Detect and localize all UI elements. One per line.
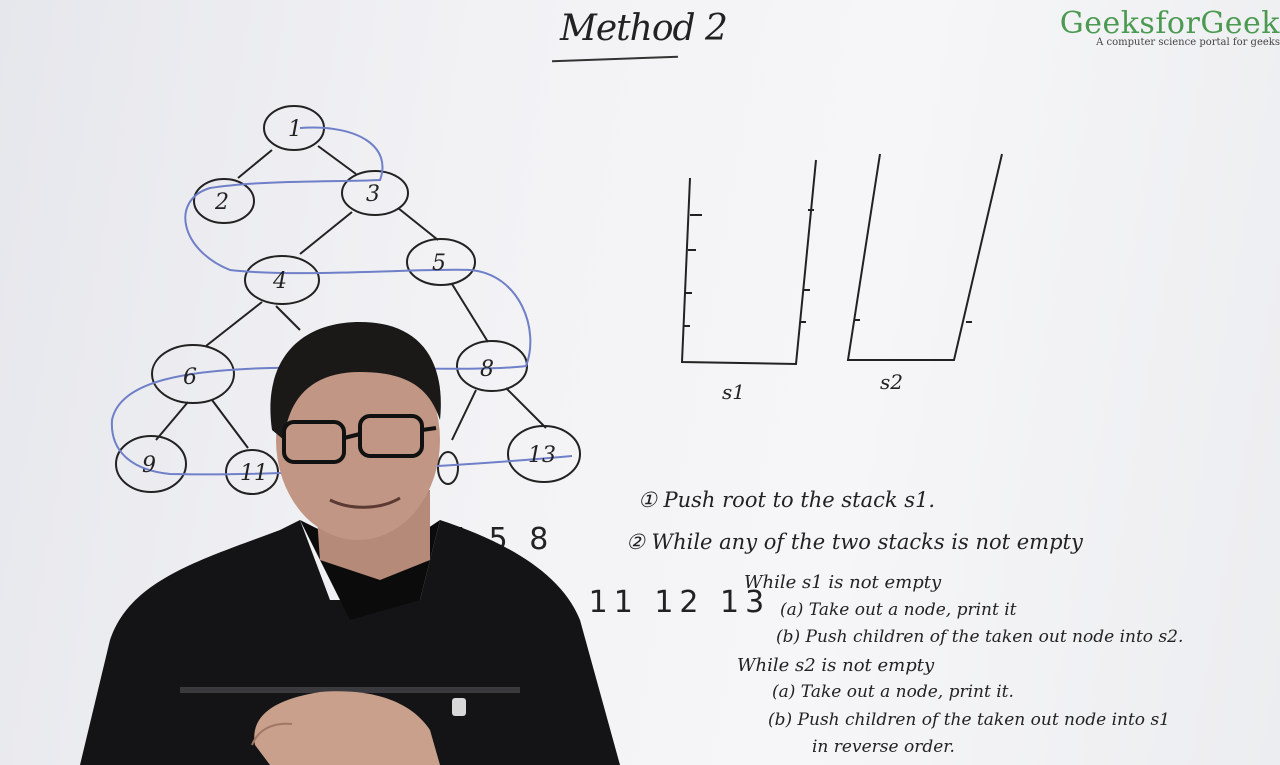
node-label-5: 5 <box>432 251 446 276</box>
presenter-jacket <box>80 520 620 765</box>
node-13 <box>507 425 581 483</box>
s1-step-b: (b) Push children of the taken out node … <box>776 627 1184 647</box>
edge-5-8 <box>451 283 489 343</box>
edge-6-11 <box>211 399 249 449</box>
edge-6-9 <box>155 401 189 441</box>
step-2: ② While any of the two stacks is not emp… <box>626 530 1083 554</box>
output-line-2: 9 11 12 13 <box>548 585 771 620</box>
node-label-4: 4 <box>272 269 287 294</box>
board-title: Method 2 <box>560 8 728 49</box>
spiral-traversal-path <box>110 126 573 476</box>
edge-3-4 <box>299 211 353 255</box>
s2-step-a: (a) Take out a node, print it. <box>772 682 1014 702</box>
presenter-hand <box>254 691 440 765</box>
brand-name: GeeksforGeek <box>1059 6 1280 41</box>
node-label-13: 13 <box>528 443 556 468</box>
node-12 <box>437 451 459 485</box>
brand-tagline: A computer science portal for geeks <box>1096 37 1280 48</box>
presenter-hair <box>270 322 441 440</box>
edge-8-13 <box>505 387 547 429</box>
while-s2: While s2 is not empty <box>737 655 935 676</box>
stack-s2-label: s2 <box>880 370 903 394</box>
s1-step-a: (a) Take out a node, print it <box>780 600 1017 620</box>
node-9 <box>115 435 187 493</box>
node-label-8: 8 <box>480 357 494 382</box>
node-label-3: 3 <box>366 182 380 207</box>
node-4 <box>244 255 320 305</box>
presenter-glasses <box>282 414 437 464</box>
stack-s2 <box>846 153 1003 361</box>
edge-8-12 <box>451 389 477 441</box>
brand-watermark: GeeksforGeek A computer science portal f… <box>1060 6 1280 48</box>
edge-4-6 <box>205 301 263 347</box>
node-11 <box>225 449 279 495</box>
node-5 <box>406 238 476 286</box>
node-6 <box>151 344 235 404</box>
stack-s1 <box>680 159 817 366</box>
node-3 <box>341 170 409 216</box>
edge-1-2 <box>237 149 273 179</box>
node-label-1: 1 <box>288 117 302 142</box>
edge-3-5 <box>397 207 439 241</box>
s2-step-b: (b) Push children of the taken out node … <box>768 710 1170 730</box>
step-1: ① Push root to the stack s1. <box>638 488 936 512</box>
s2-step-b-cont: in reverse order. <box>812 737 955 757</box>
node-label-11: 11 <box>240 461 268 486</box>
node-label-6: 6 <box>183 365 197 390</box>
while-s1: While s1 is not empty <box>744 572 942 593</box>
node-2 <box>193 178 255 224</box>
edge-4-7 <box>275 305 301 331</box>
node-label-2: 2 <box>214 190 229 215</box>
node-label-9: 9 <box>142 453 156 478</box>
edge-1-3 <box>317 145 357 175</box>
stack-s1-label: s1 <box>722 380 745 404</box>
